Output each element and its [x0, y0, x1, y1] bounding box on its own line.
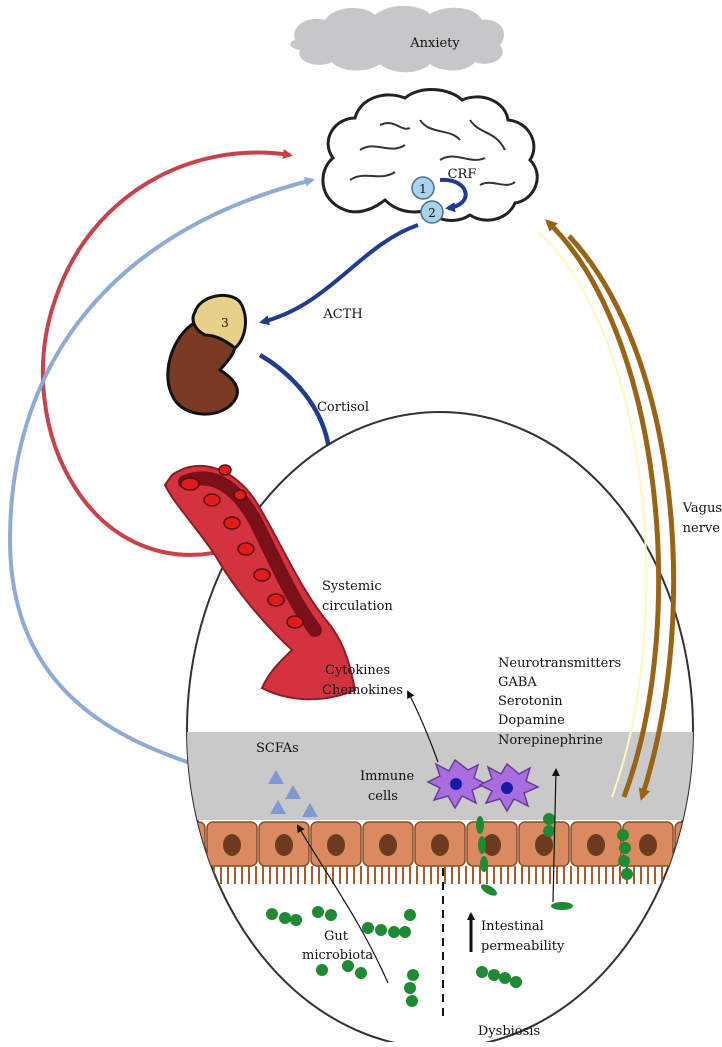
vagus-nerve-label-2: nerve — [683, 521, 721, 536]
chemokines-label: Chemokines — [322, 683, 403, 698]
cortisol-label: Cortisol — [317, 400, 369, 415]
blood-vessel — [163, 464, 357, 701]
intestinal-permeability-label-1: Intestinal — [481, 919, 544, 934]
dopamine-label: Dopamine — [498, 713, 565, 728]
vagus-nerve — [537, 219, 677, 801]
vagus-nerve-label-1: Vagus — [682, 501, 722, 516]
serotonin-label: Serotonin — [498, 694, 563, 709]
anxiety-label: Anxiety — [409, 36, 460, 51]
microbiota-to-scfa-arrow — [296, 824, 389, 984]
adrenal-marker: 3 — [221, 316, 229, 330]
kidney-adrenal: 3 — [166, 293, 247, 416]
gut-microbes — [266, 813, 633, 1007]
microbiota-to-neurotransmitters-arrow — [551, 768, 560, 903]
intestinal-permeability-label-2: permeability — [481, 939, 565, 954]
norepinephrine-label: Norepinephrine — [498, 733, 603, 748]
gut-microbiota-label-1: Gut — [324, 929, 349, 944]
immune-cells — [426, 758, 540, 813]
systemic-to-brain-arrow — [40, 149, 293, 557]
crf-arrow — [439, 177, 468, 213]
scfa-to-brain-arrow — [7, 176, 315, 774]
systemic-circulation-label-1: Systemic — [322, 579, 382, 594]
svg-text:1: 1 — [419, 182, 427, 196]
dysbiosis-label: Dysbiosis — [478, 1024, 540, 1039]
adrenal-gland — [191, 293, 247, 350]
gut-microbiota-label-2: microbiota — [302, 948, 373, 963]
pituitary-marker — [420, 200, 444, 224]
acth-label: ACTH — [322, 307, 362, 322]
neurotransmitters-label: Neurotransmitters — [498, 656, 621, 671]
acth-arrow — [259, 223, 419, 326]
anxiety-cloud: Anxiety — [290, 5, 504, 73]
gut-lumen — [186, 411, 694, 1047]
immune-to-cytokines-arrow — [407, 690, 439, 763]
gaba-label: GABA — [498, 675, 537, 690]
immune-cells-label-1: Immune — [360, 769, 415, 784]
systemic-circulation-label-2: circulation — [322, 599, 393, 614]
hypothalamus-marker — [411, 176, 435, 200]
cytokines-label: Cytokines — [325, 663, 390, 678]
scfas-label: SCFAs — [256, 741, 299, 756]
crf-label: CRF — [448, 167, 477, 182]
brain: 1 2 — [321, 88, 539, 224]
svg-text:2: 2 — [428, 206, 436, 220]
scfa-molecules — [268, 770, 318, 817]
immune-cells-label-2: cells — [368, 789, 398, 804]
epithelium-layer — [187, 821, 693, 884]
gut-section — [187, 732, 693, 884]
